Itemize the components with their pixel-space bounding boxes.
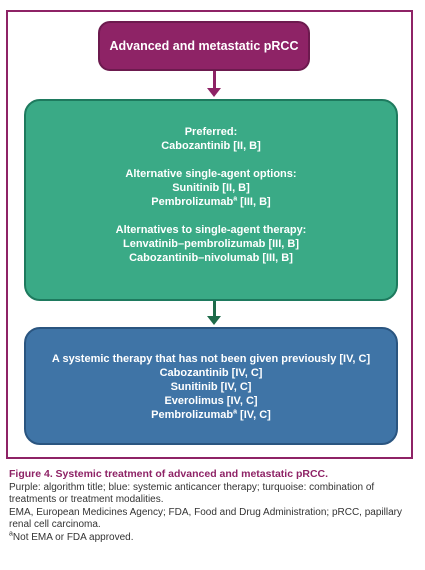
treatment-options-box: Preferred: Cabozantinib [II, B] Alternat… xyxy=(24,99,398,301)
figure-caption: Figure 4. Systemic treatment of advanced… xyxy=(9,468,419,544)
footnote-marker: a xyxy=(9,530,13,538)
systemic-item: Pembrolizumaba [IV, C] xyxy=(26,408,396,422)
footnote-marker: a xyxy=(233,195,238,203)
algorithm-title-box: Advanced and metastatic pRCC xyxy=(98,21,310,71)
arrow-shaft-1 xyxy=(212,71,216,89)
arrow-shaft-2 xyxy=(212,301,216,318)
alternatives-to-single-item: Cabozantinib–nivolumab [III, B] xyxy=(129,252,293,264)
alternative-single-item: Sunitinib [II, B] xyxy=(172,182,250,194)
preferred-group: Preferred: Cabozantinib [II, B] xyxy=(26,125,396,153)
preferred-item: Cabozantinib [II, B] xyxy=(161,140,261,152)
footnote-marker: a xyxy=(233,408,237,416)
evidence-level: [IV, C] xyxy=(240,409,271,421)
alternative-single-heading: Alternative single-agent options: xyxy=(125,168,297,180)
footnote-text: Not EMA or FDA approved. xyxy=(12,531,134,543)
alternatives-to-single-group: Alternatives to single-agent therapy: Le… xyxy=(26,223,396,265)
arrow-head-2 xyxy=(207,316,221,325)
figure-label: Figure 4. xyxy=(9,468,53,480)
alternative-single-item: Pembrolizumaba [III, B] xyxy=(26,195,396,209)
arrow-head-1 xyxy=(207,88,221,97)
caption-title-line: Figure 4. Systemic treatment of advanced… xyxy=(9,468,419,482)
caption-footnote: aNot EMA or FDA approved. xyxy=(9,530,419,545)
evidence-level: [III, B] xyxy=(240,196,271,208)
systemic-item: Everolimus [IV, C] xyxy=(164,395,258,407)
drug-name: Pembrolizumab xyxy=(151,409,234,421)
systemic-item: Cabozantinib [IV, C] xyxy=(159,367,263,379)
systemic-item: Sunitinib [IV, C] xyxy=(170,381,252,393)
systemic-heading: A systemic therapy that has not been giv… xyxy=(51,353,371,365)
drug-name: Pembrolizumab xyxy=(151,196,234,208)
alternatives-to-single-heading: Alternatives to single-agent therapy: xyxy=(115,224,307,236)
alternatives-to-single-item: Lenvatinib–pembrolizumab [III, B] xyxy=(122,238,300,250)
figure-title: Systemic treatment of advanced and metas… xyxy=(55,468,329,480)
systemic-therapy-box: A systemic therapy that has not been giv… xyxy=(24,327,398,445)
alternative-single-group: Alternative single-agent options: Suniti… xyxy=(26,167,396,209)
caption-legend: Purple: algorithm title; blue: systemic … xyxy=(9,481,375,506)
preferred-heading: Preferred: xyxy=(184,126,238,138)
algorithm-title: Advanced and metastatic pRCC xyxy=(109,39,299,53)
caption-abbreviations: EMA, European Medicines Agency; FDA, Foo… xyxy=(9,506,402,531)
